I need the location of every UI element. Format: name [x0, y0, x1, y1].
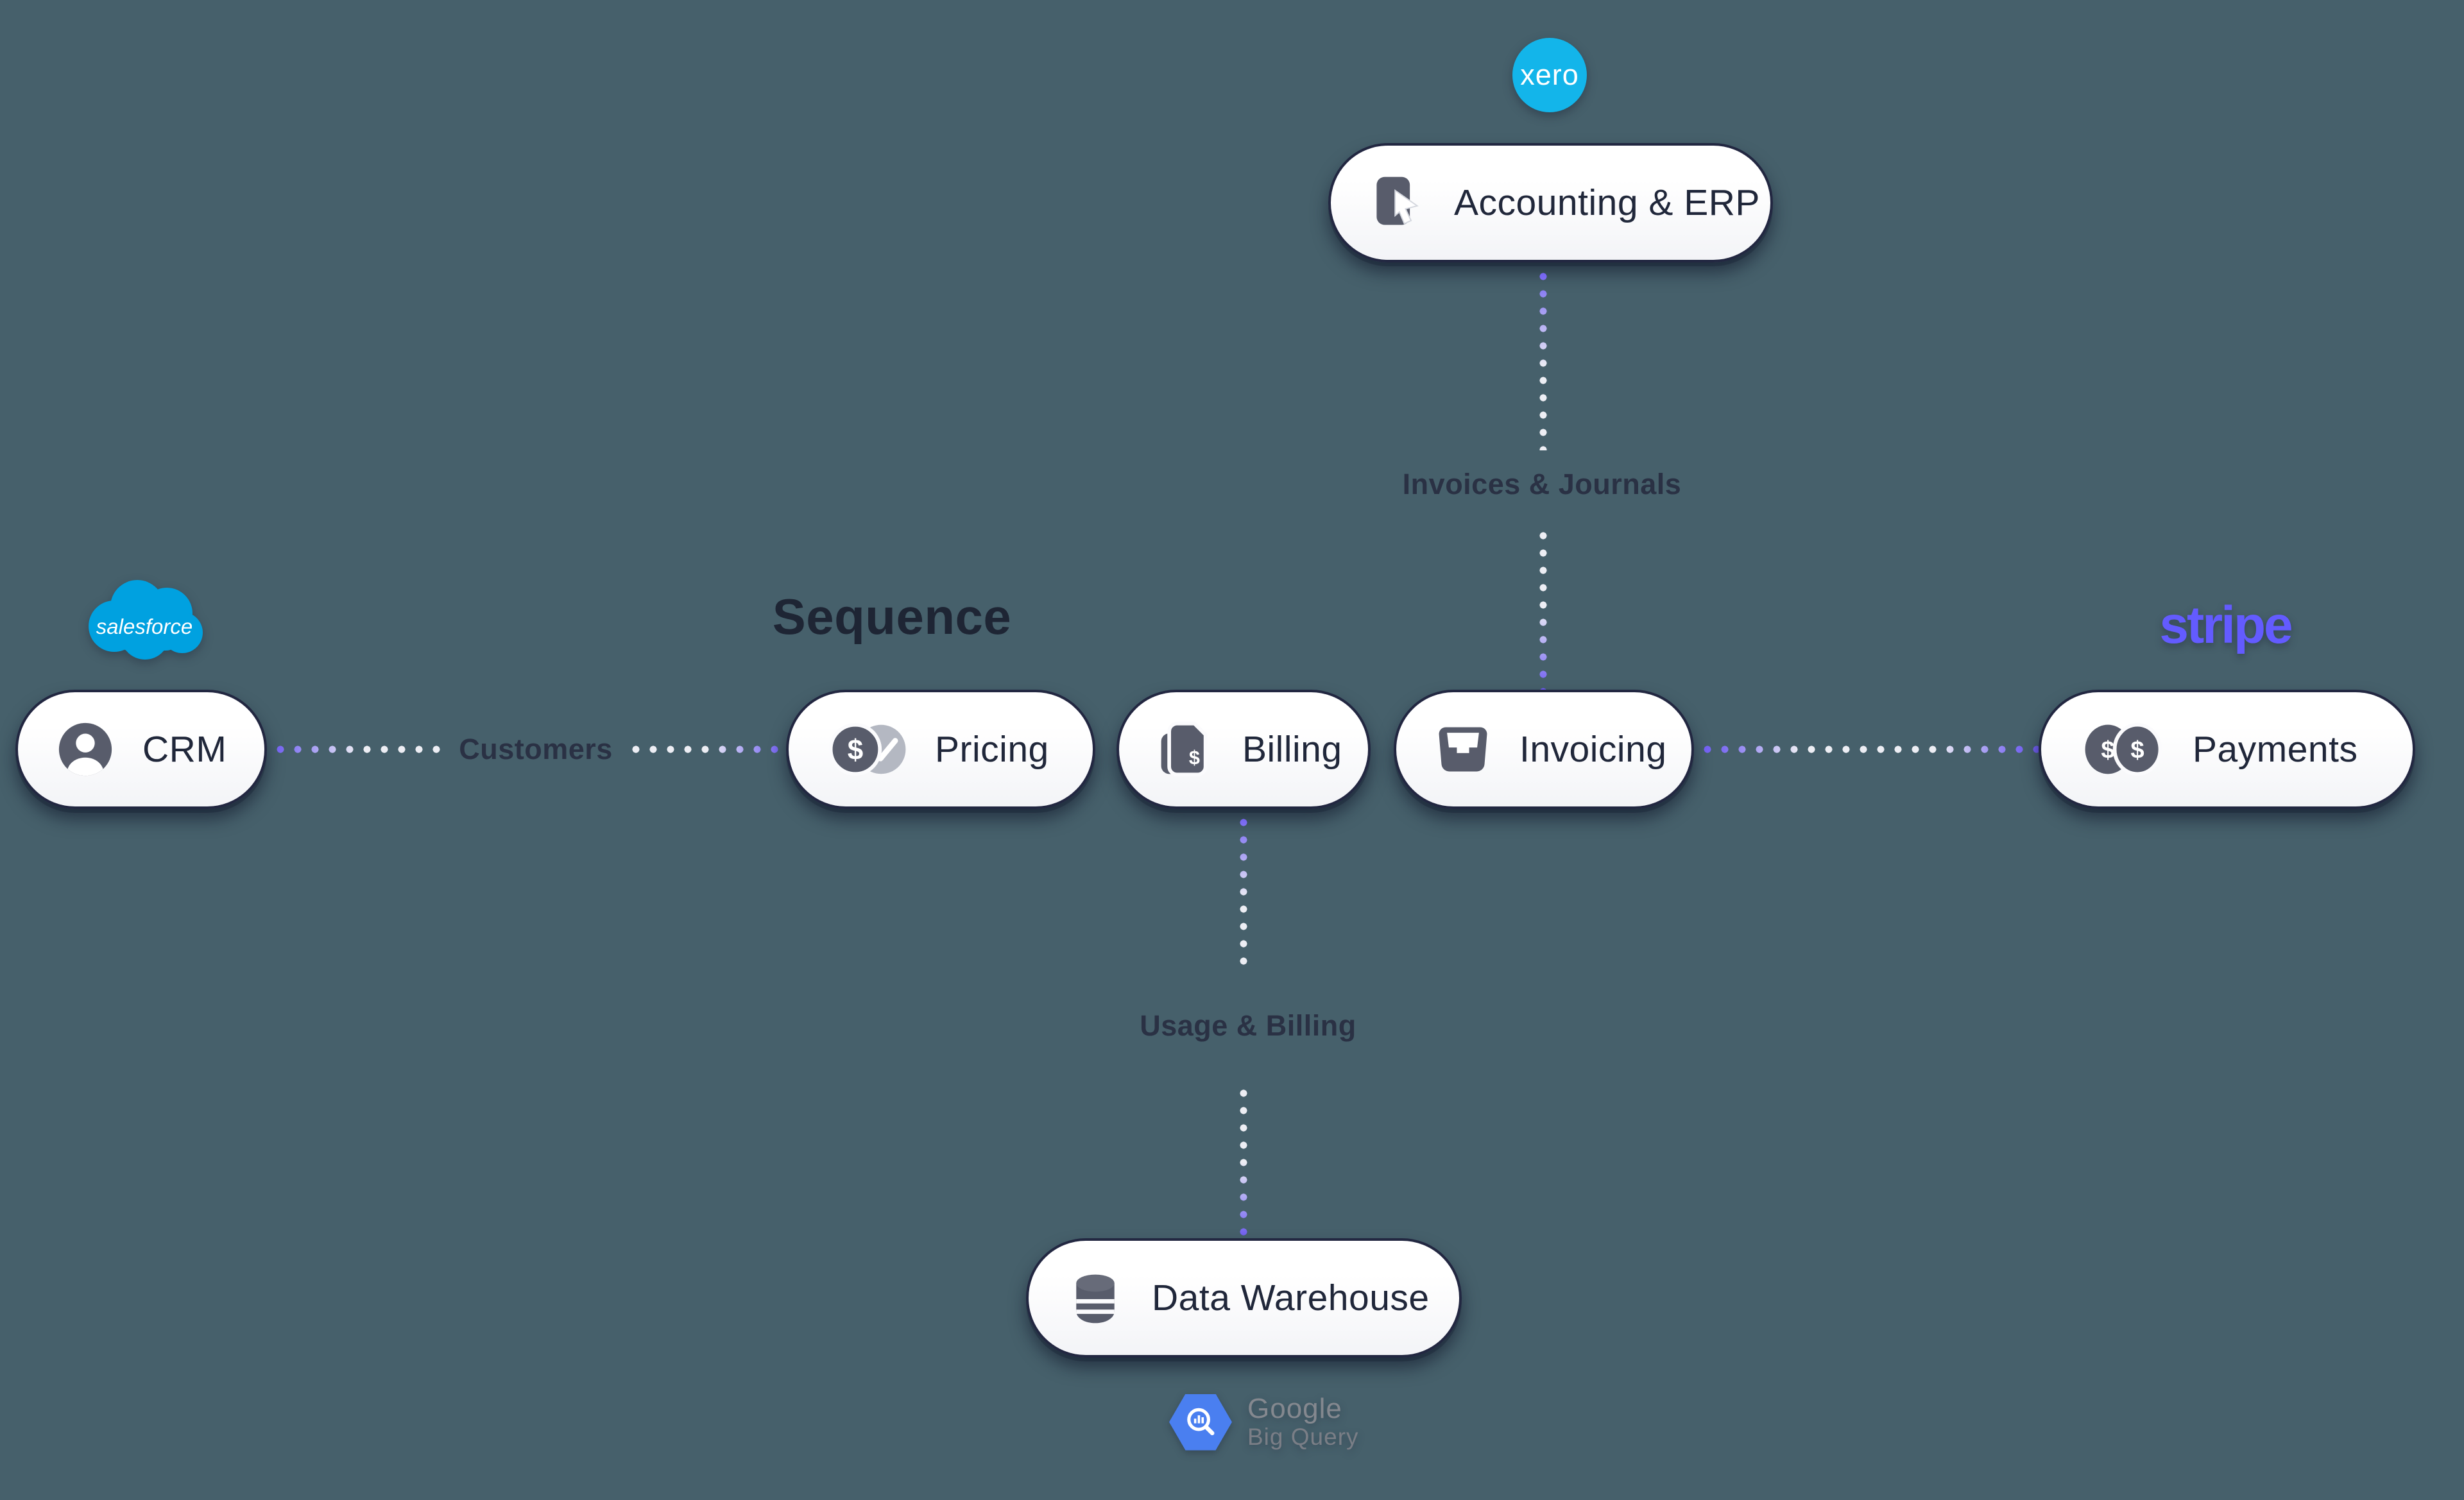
- node-data-warehouse: Data Warehouse: [1026, 1238, 1462, 1358]
- bigquery-text: Big Query: [1247, 1424, 1359, 1451]
- node-invoicing: Invoicing: [1394, 690, 1694, 809]
- node-crm: CRM: [15, 690, 267, 809]
- dollar-glyph: $: [848, 734, 863, 765]
- connector-accounting-invoicing-top: [1539, 268, 1547, 450]
- node-label: Accounting & ERP: [1454, 182, 1760, 223]
- stripe-logo-text: stripe: [2159, 596, 2293, 654]
- connector-billing-warehouse-top: [1240, 814, 1247, 969]
- node-accounting-erp: Accounting & ERP: [1328, 143, 1773, 262]
- google-bigquery-logo: Google Big Query: [1169, 1393, 1359, 1451]
- salesforce-logo-text: salesforce: [96, 615, 193, 638]
- bigquery-logo-text: Google Big Query: [1247, 1393, 1359, 1451]
- connector-crm-pricing-right: [628, 746, 786, 753]
- person-icon: [55, 719, 116, 780]
- connector-crm-pricing-left: [272, 746, 445, 753]
- node-label: Payments: [2193, 729, 2358, 770]
- node-pricing: $ Pricing: [786, 690, 1095, 809]
- dollar-check-icon: $: [826, 720, 912, 779]
- node-label: CRM: [142, 729, 227, 770]
- double-coin-icon: $ $: [2078, 720, 2168, 779]
- sequence-title: Sequence: [772, 588, 1012, 645]
- stripe-logo: stripe: [2097, 595, 2354, 656]
- stacked-invoices-icon: $: [1156, 720, 1215, 779]
- document-cursor-icon: [1368, 173, 1427, 232]
- dollar-glyph: $: [1189, 747, 1200, 769]
- dollar-glyph: $: [2130, 736, 2144, 763]
- node-billing: $ Billing: [1116, 690, 1371, 809]
- bigquery-hexagon-icon: [1169, 1393, 1232, 1451]
- node-label: Billing: [1242, 729, 1342, 770]
- dollar-glyph: $: [2101, 736, 2114, 763]
- edge-label-invoices-journals: Invoices & Journals: [1402, 468, 1682, 500]
- database-icon: [1066, 1268, 1125, 1327]
- node-payments: $ $ Payments: [2039, 690, 2415, 809]
- connector-accounting-invoicing-bottom: [1539, 527, 1547, 690]
- xero-logo: xero: [1512, 38, 1587, 112]
- edge-label-usage-billing: Usage & Billing: [1140, 1009, 1356, 1042]
- connector-billing-warehouse-bottom: [1240, 1085, 1247, 1238]
- node-label: Invoicing: [1519, 729, 1667, 770]
- edge-label-customers: Customers: [459, 733, 613, 765]
- salesforce-logo: salesforce: [76, 576, 212, 669]
- node-label: Pricing: [935, 729, 1049, 770]
- inbox-tray-icon: [1433, 720, 1493, 779]
- connector-invoicing-payments: [1699, 746, 2039, 753]
- google-text: Google: [1247, 1393, 1342, 1424]
- xero-logo-text: xero: [1520, 58, 1579, 91]
- node-label: Data Warehouse: [1152, 1277, 1430, 1318]
